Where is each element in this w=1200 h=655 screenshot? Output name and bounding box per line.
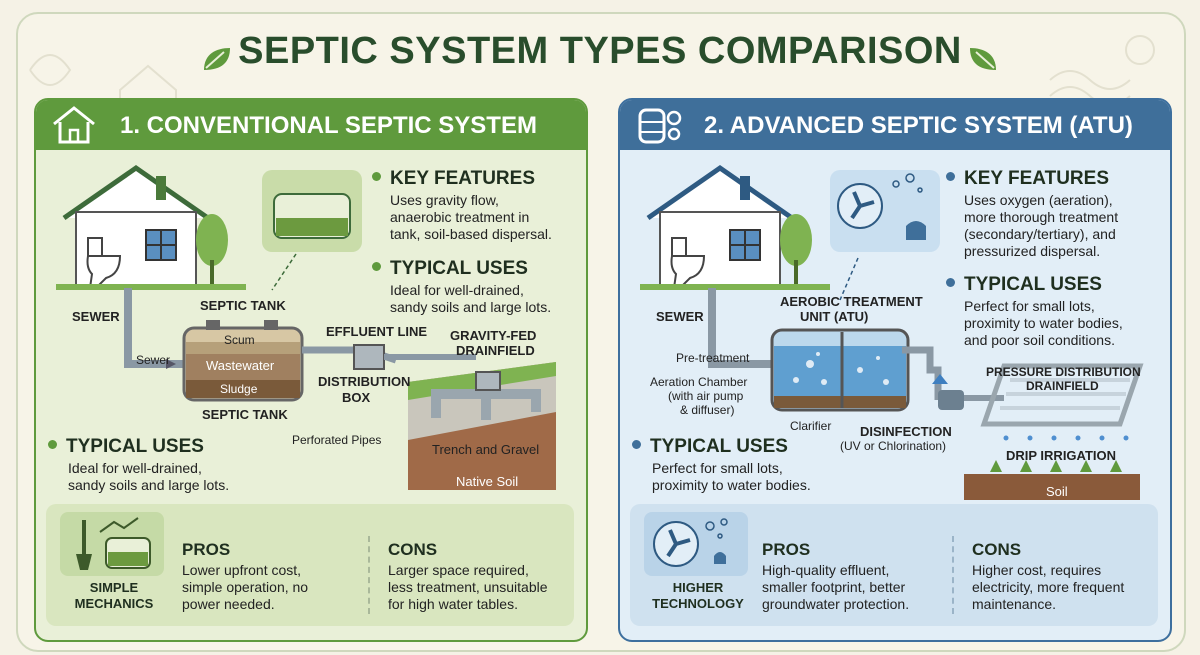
page-title: SEPTIC SYSTEM TYPES COMPARISON xyxy=(238,30,962,72)
leaf-icon xyxy=(203,47,230,70)
label-disinfection: DISINFECTION xyxy=(860,424,952,439)
key-features-heading: KEY FEATURES xyxy=(946,168,1109,190)
label-gravity-fed: GRAVITY-FED xyxy=(450,328,536,343)
pros-cons-divider xyxy=(952,536,954,614)
cons-heading: CONS xyxy=(972,540,1022,559)
shovel-tank-icon xyxy=(76,517,151,570)
conventional-diagram: SEWER SEPTIC TANK Scum Sewer Wastewater … xyxy=(56,164,556,490)
label-drainfield: DRAINFIELD xyxy=(1026,379,1099,393)
typical-uses-lower-text: Perfect for small lots,proximity to wate… xyxy=(652,460,811,493)
conventional-header: 1. CONVENTIONAL SEPTIC SYSTEM xyxy=(36,100,586,150)
label-sludge: Sludge xyxy=(220,382,258,396)
label-clarifier: Clarifier xyxy=(790,419,831,433)
typical-uses-heading: TYPICAL USES xyxy=(372,258,528,280)
label-scum: Scum xyxy=(224,333,255,347)
key-features-text: Uses oxygen (aeration),more thorough tre… xyxy=(964,192,1119,259)
label-native-soil: Native Soil xyxy=(456,474,518,489)
typical-uses-text: Ideal for well-drained,sandy soils and l… xyxy=(390,282,552,315)
label-aeration-chamber: Aeration Chamber xyxy=(650,375,747,389)
fan-bulb-icon xyxy=(653,518,728,567)
label-box: BOX xyxy=(342,390,371,405)
label-sewer-top: SEWER xyxy=(72,309,120,324)
title-bar: SEPTIC SYSTEM TYPES COMPARISON xyxy=(0,30,1200,74)
pros-text: High-quality effluent,smaller footprint,… xyxy=(762,562,910,612)
conventional-system-panel: 1. CONVENTIONAL SEPTIC SYSTEM xyxy=(34,98,588,642)
advanced-diagram: SEWER AEROBIC TREATMENT UNIT (ATU) Pre-t… xyxy=(640,164,1144,500)
label-sewer-side: Sewer xyxy=(136,353,170,367)
simple-mechanics-tile xyxy=(60,512,164,576)
label-pretreatment: Pre-treatment xyxy=(676,351,750,365)
label-wastewater: Wastewater xyxy=(206,358,275,373)
typical-uses-text: Perfect for small lots,proximity to wate… xyxy=(964,298,1123,348)
typical-uses-lower-heading: TYPICAL USES xyxy=(632,436,788,458)
label-drainfield: DRAINFIELD xyxy=(456,343,535,358)
typical-uses-lower-heading: TYPICAL USES xyxy=(48,436,204,458)
pros-heading: PROS xyxy=(182,540,231,559)
conventional-title: 1. CONVENTIONAL SEPTIC SYSTEM xyxy=(120,112,537,139)
key-features-text: Uses gravity flow,anaerobic treatment in… xyxy=(390,192,552,242)
advanced-header: 2. ADVANCED SEPTIC SYSTEM (ATU) xyxy=(620,100,1170,150)
label-diffuser: & diffuser) xyxy=(680,403,734,417)
higher-technology-tile xyxy=(644,512,748,576)
pros-heading: PROS xyxy=(762,540,811,559)
label-distribution: DISTRIBUTION xyxy=(318,374,410,389)
label-uv-chlorination: (UV or Chlorination) xyxy=(840,439,946,453)
label-septic-tank-bottom: SEPTIC TANK xyxy=(202,407,288,422)
label-effluent-line: EFFLUENT LINE xyxy=(326,324,427,339)
tank-gear-icon xyxy=(638,108,682,144)
label-unit-atu: UNIT (ATU) xyxy=(800,309,868,324)
label-trench-gravel: Trench and Gravel xyxy=(432,442,539,457)
typical-uses-lower-text: Ideal for well-drained,sandy soils and l… xyxy=(68,460,230,493)
advanced-system-panel: 2. ADVANCED SEPTIC SYSTEM (ATU) xyxy=(618,98,1172,642)
label-with-air-pump: (with air pump xyxy=(668,389,744,403)
label-soil: Soil xyxy=(1046,484,1068,499)
house-icon xyxy=(53,106,95,144)
typical-uses-heading: TYPICAL USES xyxy=(946,274,1102,296)
label-drip-irrigation: DRIP IRRIGATION xyxy=(1006,448,1116,463)
label-pressure-distribution: PRESSURE DISTRIBUTION xyxy=(986,365,1141,379)
cons-heading: CONS xyxy=(388,540,438,559)
house-drawing xyxy=(56,164,246,290)
label-perforated-pipes: Perforated Pipes xyxy=(292,433,381,447)
key-features-heading: KEY FEATURES xyxy=(372,168,535,190)
leaf-icon xyxy=(970,47,997,70)
house-drawing xyxy=(640,164,830,290)
pros-cons-divider xyxy=(368,536,370,614)
label-sewer: SEWER xyxy=(656,309,704,324)
label-aerobic-treatment: AEROBIC TREATMENT xyxy=(780,294,923,309)
advanced-title: 2. ADVANCED SEPTIC SYSTEM (ATU) xyxy=(704,112,1133,139)
label-septic-tank-top: SEPTIC TANK xyxy=(200,298,286,313)
cons-text: Larger space required,less treatment, un… xyxy=(388,562,548,612)
